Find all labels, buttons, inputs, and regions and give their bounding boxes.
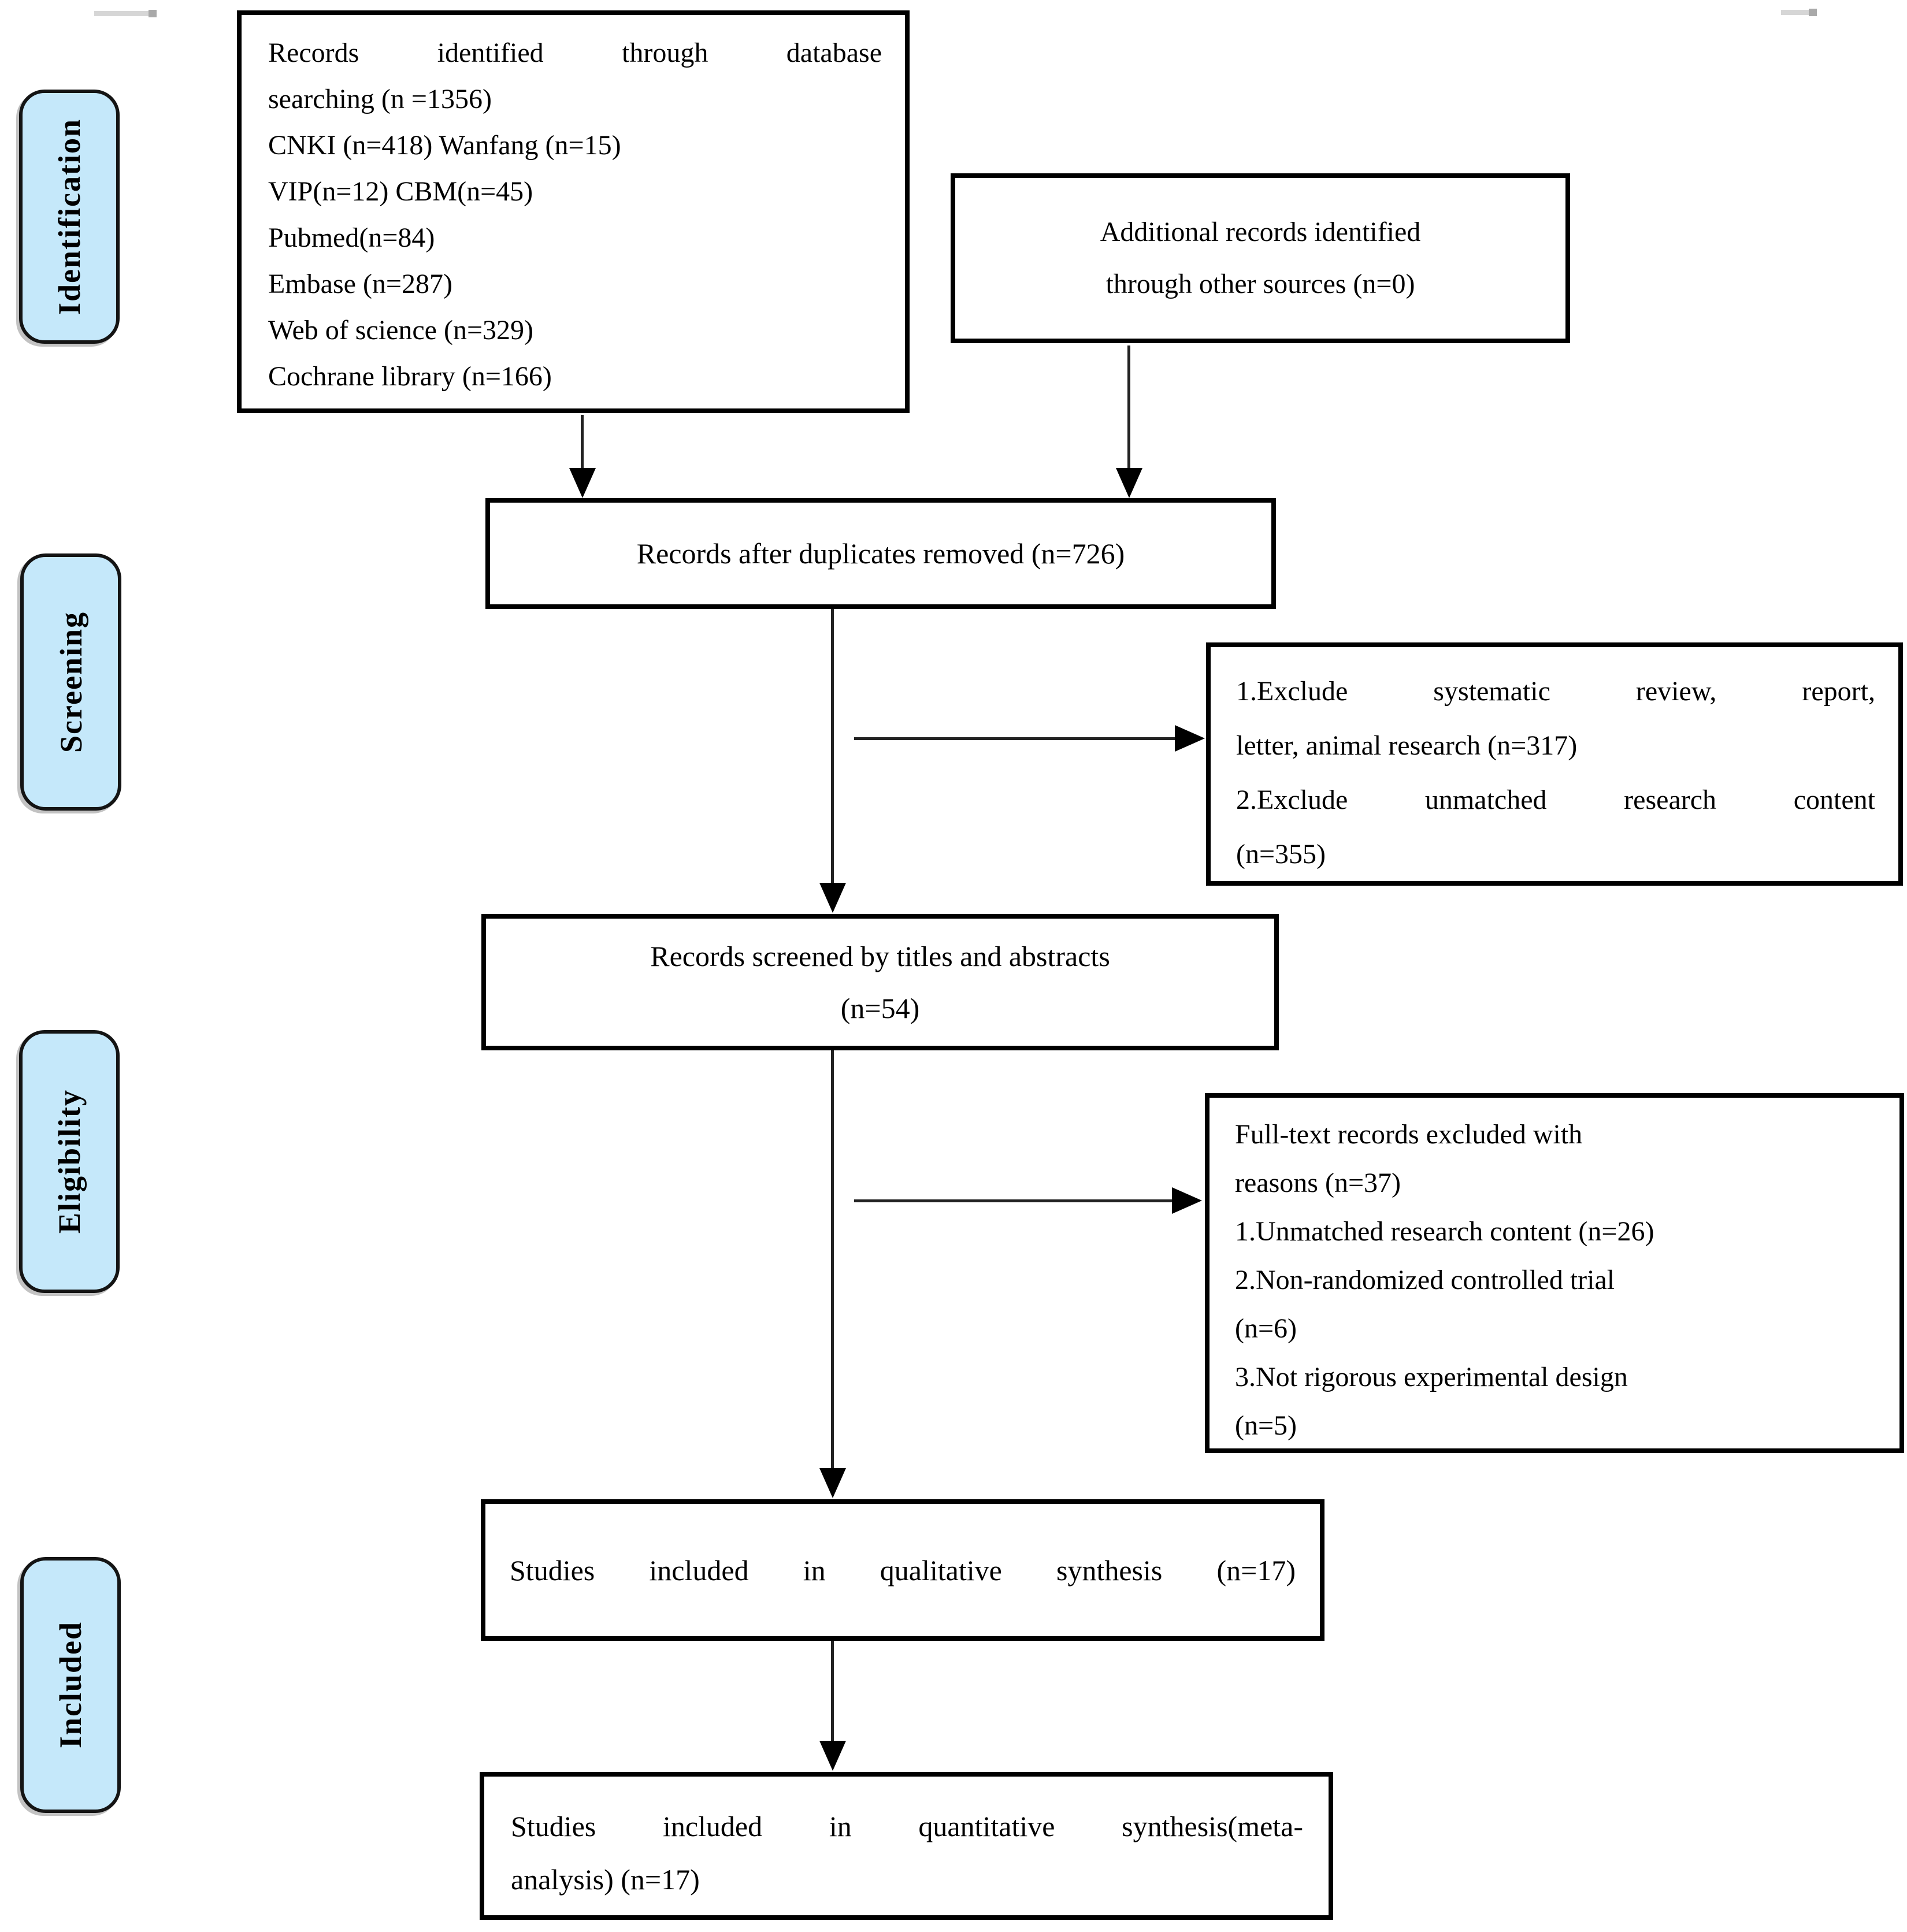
arrow-right-icon (1172, 1187, 1202, 1214)
stage-identification-label: Identification (52, 118, 87, 315)
stage-included: Included (20, 1557, 121, 1813)
box-screened: Records screened by titles and abstracts… (481, 914, 1279, 1050)
box-other-sources-line: through other sources (n=0) (1105, 269, 1415, 299)
box-screen-excluded-line: 2.Exclude unmatched research content (1236, 785, 1875, 815)
box-database-search-line: Cochrane library (n=166) (268, 361, 552, 392)
box-screen-excluded: 1.Exclude systematic review, report, let… (1206, 642, 1903, 886)
box-database-search-line: CNKI (n=418) Wanfang (n=15) (268, 130, 621, 161)
arrow-down-icon (569, 468, 596, 498)
box-after-duplicates: Records after duplicates removed (n=726) (485, 498, 1276, 609)
box-database-search-line: Embase (n=287) (268, 269, 452, 299)
box-qualitative: Studies included in qualitative synthesi… (481, 1499, 1324, 1641)
box-screened-line: (n=54) (840, 992, 920, 1024)
box-fulltext-excluded-line: (n=6) (1235, 1313, 1297, 1344)
box-after-duplicates-text: Records after duplicates removed (n=726) (636, 537, 1125, 570)
box-other-sources-line: Additional records identified (1100, 217, 1421, 247)
stage-eligibility: Eligibility (19, 1030, 120, 1293)
box-fulltext-excluded-line: reasons (n=37) (1235, 1168, 1401, 1198)
box-screen-excluded-line: letter, animal research (n=317) (1236, 730, 1578, 761)
stage-identification: Identification (19, 90, 120, 344)
box-other-sources: Additional records identified through ot… (951, 173, 1570, 343)
box-database-search-line: searching (n =1356) (268, 84, 492, 114)
box-fulltext-excluded-line: Full-text records excluded with (1235, 1119, 1583, 1150)
box-qualitative-text: Studies included in qualitative synthesi… (510, 1554, 1296, 1587)
arrow-down-icon (819, 1741, 846, 1771)
arrow-down-icon (819, 1468, 846, 1498)
scan-artifact-left (94, 10, 157, 17)
stage-included-label: Included (53, 1621, 88, 1749)
arrow-down-icon (1116, 468, 1142, 498)
box-quantitative-line: analysis) (n=17) (511, 1863, 700, 1896)
box-database-search-line: VIP(n=12) CBM(n=45) (268, 176, 533, 207)
box-database-search-line: Web of science (n=329) (268, 315, 534, 345)
box-database-search: Records identified through database sear… (237, 10, 910, 413)
scan-artifact-right (1781, 9, 1817, 16)
box-screened-line: Records screened by titles and abstracts (650, 940, 1110, 972)
box-fulltext-excluded-line: (n=5) (1235, 1410, 1297, 1441)
arrow-down-icon (819, 883, 846, 913)
stage-screening-label: Screening (53, 611, 88, 753)
box-fulltext-excluded-line: 1.Unmatched research content (n=26) (1235, 1216, 1654, 1247)
box-fulltext-excluded-line: 3.Not rigorous experimental design (1235, 1362, 1628, 1392)
stage-screening: Screening (20, 553, 121, 811)
box-fulltext-excluded: Full-text records excluded with reasons … (1205, 1093, 1904, 1453)
stage-eligibility-label: Eligibility (52, 1089, 87, 1234)
box-database-search-line: Pubmed(n=84) (268, 222, 435, 253)
box-screen-excluded-line: (n=355) (1236, 839, 1326, 870)
box-quantitative: Studies included in quantitative synthes… (480, 1772, 1333, 1920)
box-database-search-line: Records identified through database (268, 38, 882, 68)
box-screen-excluded-line: 1.Exclude systematic review, report, (1236, 676, 1875, 707)
box-quantitative-line: Studies included in quantitative synthes… (511, 1810, 1303, 1842)
arrow-right-icon (1175, 725, 1205, 752)
box-fulltext-excluded-line: 2.Non-randomized controlled trial (1235, 1265, 1615, 1295)
